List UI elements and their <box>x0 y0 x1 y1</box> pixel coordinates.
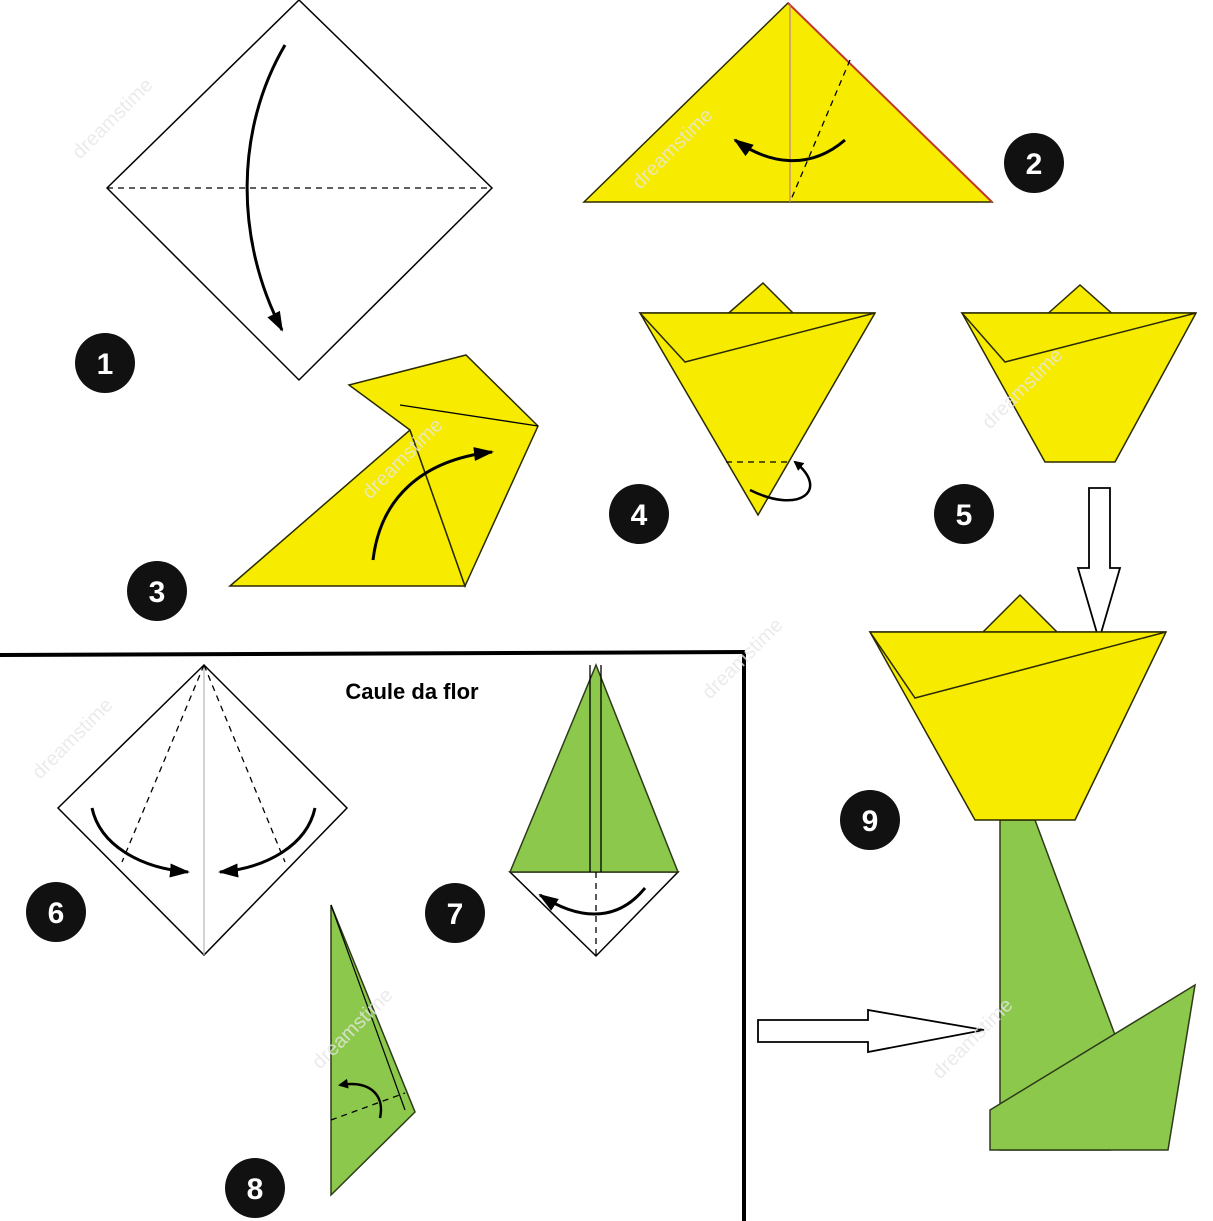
stem-section-frame <box>0 650 746 1221</box>
svg-text:1: 1 <box>97 348 114 381</box>
svg-text:9: 9 <box>862 805 879 838</box>
stem-section-caption: Caule da flor <box>345 679 479 704</box>
step-badge-6: 6 <box>26 882 86 942</box>
step-9-figure <box>868 593 1197 1151</box>
step-3-figure <box>227 354 539 589</box>
svg-text:4: 4 <box>631 499 648 532</box>
step-4-figure <box>638 281 877 517</box>
svg-text:3: 3 <box>149 576 166 609</box>
step-5-figure <box>960 283 1198 644</box>
right-arrow-to-step-9 <box>757 1008 985 1054</box>
step-6-figure <box>56 663 349 957</box>
svg-text:2: 2 <box>1026 148 1043 181</box>
svg-text:8: 8 <box>247 1173 264 1206</box>
watermark-text: dreamstime <box>68 74 157 163</box>
step-badge-5: 5 <box>934 484 994 544</box>
step-badge-4: 4 <box>609 484 669 544</box>
svg-text:6: 6 <box>48 897 65 930</box>
step-badge-1: 1 <box>75 333 135 393</box>
step-badge-9: 9 <box>840 790 900 850</box>
svg-text:7: 7 <box>447 898 464 931</box>
step-badge-7: 7 <box>425 883 485 943</box>
step-badge-8: 8 <box>225 1158 285 1218</box>
step-badge-3: 3 <box>127 561 187 621</box>
step-8-figure <box>330 904 416 1197</box>
step-badge-2: 2 <box>1004 133 1064 193</box>
step-2-figure <box>582 1 994 203</box>
svg-text:5: 5 <box>956 499 973 532</box>
step-7-figure <box>508 663 680 958</box>
step-1-figure <box>105 0 494 382</box>
